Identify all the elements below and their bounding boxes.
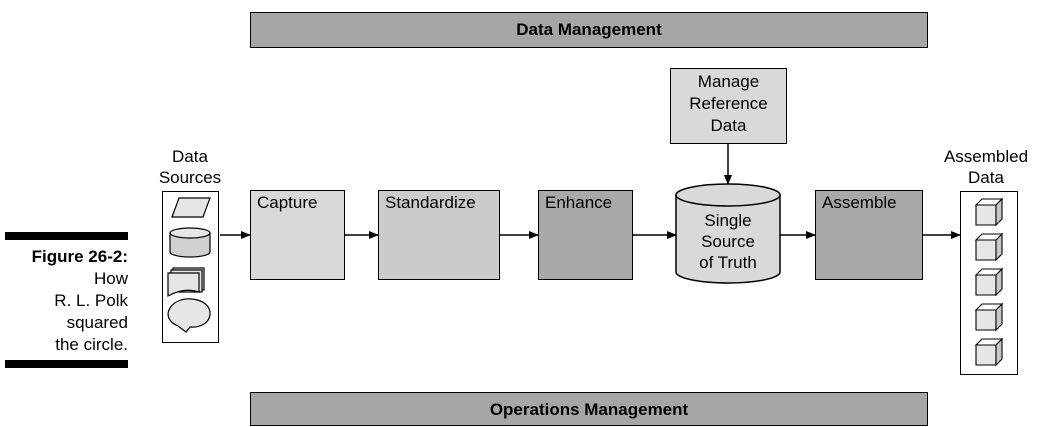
enhance-label: Enhance bbox=[545, 193, 613, 212]
data-sources-label: Data Sources bbox=[158, 147, 222, 187]
cube-icon bbox=[974, 302, 1004, 332]
speech-bubble-icon bbox=[167, 298, 211, 333]
parallelogram-icon bbox=[171, 197, 211, 218]
cube-icon bbox=[974, 232, 1004, 262]
caption-line: squared bbox=[66, 313, 128, 332]
figure-caption: Figure 26-2: How R. L. Polk squared the … bbox=[5, 246, 128, 356]
data-management-bar: Data Management bbox=[250, 12, 928, 48]
manage-reference-data-box: Manage Reference Data bbox=[670, 68, 787, 144]
cube-icon bbox=[974, 337, 1004, 367]
single-source-of-truth-label: Single Source of Truth bbox=[699, 211, 757, 272]
assemble-step: Assemble bbox=[815, 190, 923, 280]
cube-icon bbox=[974, 197, 1004, 227]
caption-line: How bbox=[93, 269, 128, 288]
caption-line: R. L. Polk bbox=[54, 291, 128, 310]
enhance-step: Enhance bbox=[538, 190, 633, 280]
capture-label: Capture bbox=[257, 193, 318, 212]
capture-step: Capture bbox=[250, 190, 345, 280]
operations-management-label: Operations Management bbox=[489, 400, 689, 419]
assembled-data-label: Assembled Data bbox=[943, 147, 1029, 187]
assemble-label: Assemble bbox=[822, 193, 897, 212]
caption-line: the circle. bbox=[55, 335, 128, 354]
cube-icon bbox=[974, 267, 1004, 297]
single-source-of-truth-cylinder bbox=[675, 183, 781, 284]
cylinder-icon bbox=[169, 227, 211, 258]
standardize-label: Standardize bbox=[385, 193, 476, 212]
data-management-label: Data Management bbox=[516, 20, 662, 39]
standardize-step: Standardize bbox=[378, 190, 500, 280]
caption-bottom-rule bbox=[5, 360, 128, 368]
caption-top-rule bbox=[5, 232, 128, 240]
figure-number: Figure 26-2: bbox=[31, 247, 128, 266]
stacked-documents-icon bbox=[167, 267, 205, 298]
